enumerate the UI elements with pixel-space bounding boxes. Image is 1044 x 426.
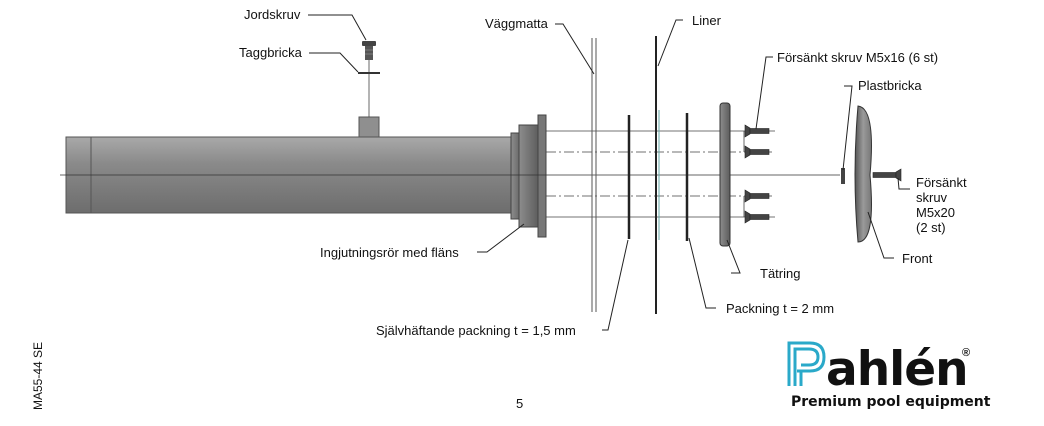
front-cover [854, 105, 872, 243]
screw-m5x16 [744, 124, 770, 138]
screw-m5x16 [744, 189, 770, 203]
earth-screw [362, 41, 376, 60]
sealing-ring [719, 102, 731, 247]
liner [655, 36, 660, 314]
screw-m5x16 [744, 145, 770, 159]
label-forsankt-skruv-m5x20-line2: skruv [916, 190, 948, 205]
label-packning: Packning t = 2 mm [726, 301, 834, 316]
label-ingjutningsror: Ingjutningsrör med fläns [320, 245, 459, 260]
page-number: 5 [516, 396, 524, 411]
registered-mark: ® [962, 347, 970, 359]
wall-mat [591, 38, 597, 312]
label-plastbricka: Plastbricka [858, 78, 922, 93]
brand-logo: ahlén ® [787, 341, 970, 397]
screw-guide-lines [546, 130, 775, 218]
label-taggbricka: Taggbricka [239, 45, 303, 60]
label-sjalvhaftande: Självhäftande packning t = 1,5 mm [376, 323, 576, 338]
pipe-with-flange [65, 114, 547, 238]
countersunk-screw-m5x20 [872, 168, 902, 182]
label-liner: Liner [692, 13, 722, 28]
label-tatring: Tätring [760, 266, 800, 281]
label-forsankt-skruv-m5x20-line1: Försänkt [916, 175, 967, 190]
leader-lines [308, 14, 910, 331]
document-code: MA55-44 SE [31, 341, 45, 410]
brand-name: ahlén [826, 342, 968, 397]
label-jordskruv: Jordskruv [244, 7, 301, 22]
countersunk-screws-m5x16 [744, 124, 770, 224]
label-forsankt-skruv-m5x20-line3: M5x20 [916, 205, 955, 220]
brand-tagline: Premium pool equipment [791, 394, 991, 410]
label-vaggmatta: Väggmatta [485, 16, 549, 31]
pahlen-logo-mark [787, 341, 826, 386]
label-front: Front [902, 251, 933, 266]
screw-m5x16 [744, 210, 770, 224]
plastic-washer [841, 168, 845, 184]
label-forsankt-skruv-m5x16: Försänkt skruv M5x16 (6 st) [777, 50, 938, 65]
label-forsankt-skruv-m5x20-line4: (2 st) [916, 220, 946, 235]
